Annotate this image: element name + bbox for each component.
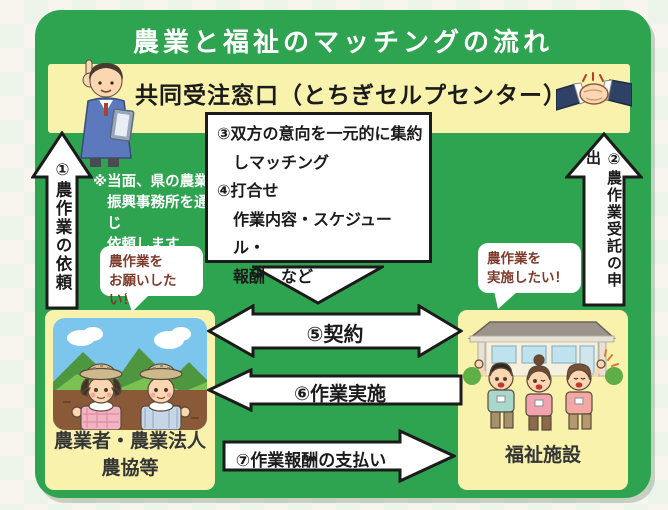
farmers-field-svg [53,318,207,430]
welfare-bubble-tail [494,291,518,309]
reception-banner-title: 共同受注窓口（とちぎセルプセンター） [135,82,567,108]
note-text: ※当面、県の農業 振興事務所を通じ 依頼します [93,172,218,256]
bubble-line: 農作業を [109,254,163,269]
box-line: ③双方の意向を一元的に集約 [217,126,423,143]
box-line: 報酬 など [233,268,314,286]
arrow-work-execution [207,368,463,412]
arrow-label-step7: ⑦作業報酬の支払い [235,451,387,470]
arrow-label-step1: ①農作業の依頼 [53,159,71,292]
farmer-card-label: 農業者・農業法人 農協等 [45,428,215,482]
farmer-bubble-tail [126,294,150,312]
note-line: 振興事務所を通じ [107,195,209,232]
welfare-speech-bubble: 農作業を 実施したい！ [478,243,581,293]
welfare-facility-illustration [463,321,623,431]
handshake-icon [556,72,632,111]
businessman-pointing-icon [80,59,135,167]
arrow-contract [207,304,463,358]
arrow-label-step6: ⑥作業実施 [293,384,387,405]
farmer-label-line1: 農業者・農業法人 [53,431,206,452]
bubble-line: 農作業を [487,251,541,266]
arrow-up-request-work [31,131,93,310]
arrow-payment [222,429,456,483]
bubble-line: 実施したい！ [487,270,568,285]
page-title: 農業と福祉のマッチングの流れ [132,27,553,57]
farmers-field-illustration [53,318,207,430]
welfare-label: 福祉施設 [504,445,581,466]
note-line: ※当面、県の農業 [93,174,209,190]
box-line: ④打合せ [217,183,279,200]
arrow-down-pointer [252,265,384,305]
welfare-card-label: 福祉施設 [458,442,628,469]
arrow-label-step5: ⑤契約 [306,324,364,346]
box-line: 作業内容・スケジュール・ [233,211,392,258]
matching-steps-box: ③双方の意向を一元的に集約 しマッチング ④打合せ 作業内容・スケジュール・ 報… [205,112,432,286]
arrow-up-accept-work [565,132,643,307]
farmer-label-line2: 農協等 [101,458,159,479]
box-line: しマッチング [233,154,330,172]
farmer-speech-bubble: 農作業を お願いしたい！ [100,246,203,307]
arrow-label-step2: ②農作業受託の申出 [584,150,622,289]
